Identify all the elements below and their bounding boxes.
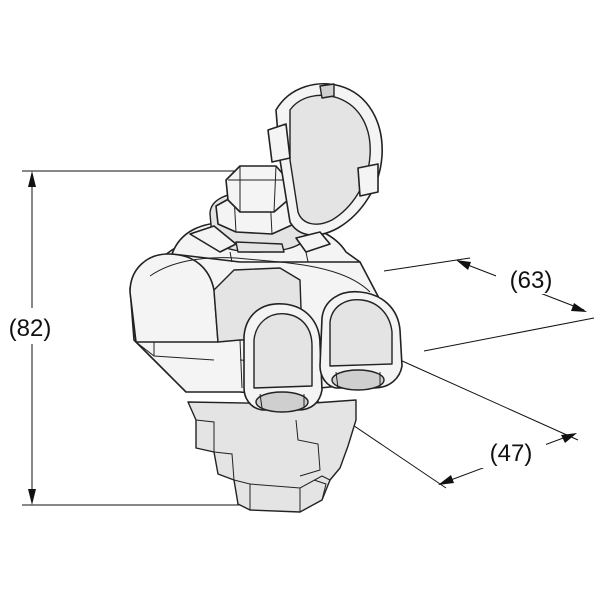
depth-label: (63) — [510, 267, 553, 294]
height-label: (82) — [9, 315, 52, 342]
depth-extension-bottom — [423, 317, 595, 352]
width-label: (47) — [490, 440, 533, 467]
right-sleeve — [331, 369, 385, 391]
depth-arrow-top — [456, 260, 471, 270]
depth-extension-top — [383, 257, 471, 272]
width-arrow-left — [438, 475, 454, 485]
connector-illustration — [129, 83, 403, 513]
lower-clamp-body — [187, 399, 357, 513]
height-arrow-bottom — [28, 489, 36, 505]
depth-arrow-bottom — [571, 303, 587, 312]
cable-entry-caps — [243, 291, 403, 413]
width-extension-right — [399, 359, 579, 441]
shear-bolt — [209, 165, 307, 253]
left-sleeve — [255, 391, 309, 413]
width-arrow-right — [561, 433, 577, 443]
dimension-height: (82) — [6, 170, 240, 506]
height-arrow-top — [28, 171, 36, 187]
flip-cap — [189, 83, 383, 263]
dimension-depth: (63) — [383, 257, 595, 352]
dimension-width: (47) — [297, 359, 579, 489]
